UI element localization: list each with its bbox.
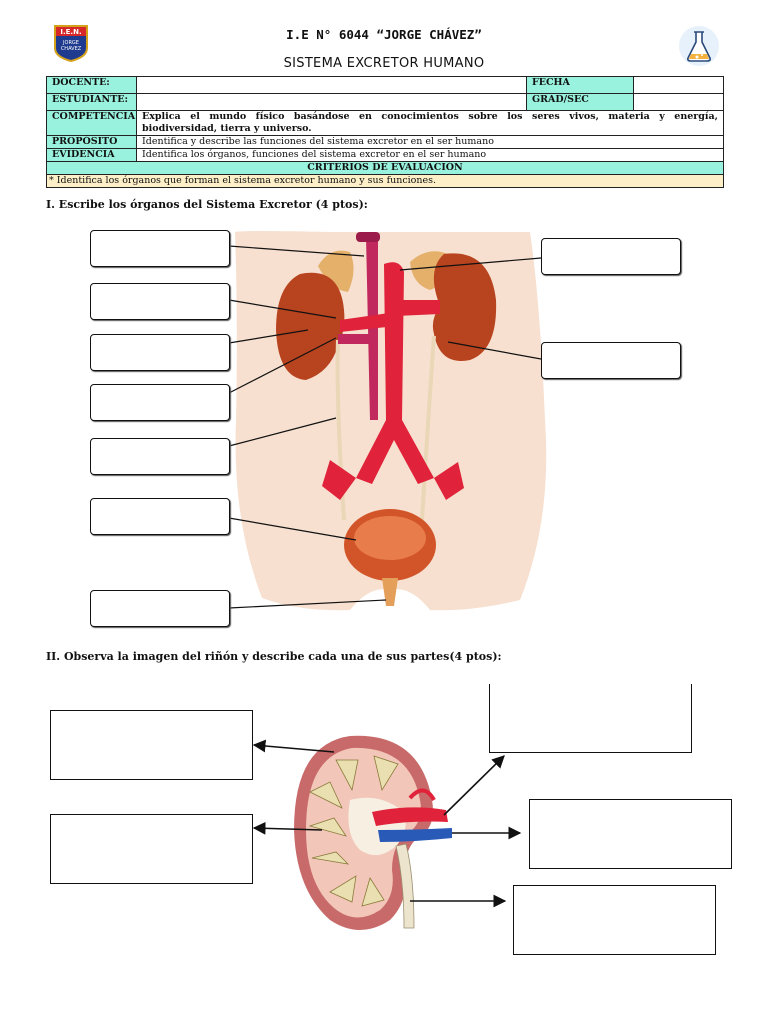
estudiante-label: ESTUDIANTE: (46, 93, 137, 111)
kidney-answer-box-5[interactable] (513, 885, 716, 955)
kidney-answer-box-2[interactable] (50, 814, 253, 884)
organ-answer-box-5[interactable] (90, 438, 230, 475)
organ-answer-box-9[interactable] (541, 342, 681, 379)
competencia-line-1: Explica el mundo físico basándose en con… (142, 111, 718, 122)
renal-artery (372, 807, 448, 826)
aorta (356, 262, 434, 484)
school-name: I.E N° 6044 “JORGE CHÁVEZ” (286, 27, 482, 42)
criterio-item: * Identifica los órganos que forman el s… (46, 174, 724, 188)
fecha-label: FECHA (526, 76, 634, 94)
docente-label: DOCENTE: (46, 76, 137, 94)
organ-answer-box-3[interactable] (90, 334, 230, 371)
organ-answer-box-2[interactable] (90, 283, 230, 320)
right-kidney (432, 253, 497, 361)
kidney-answer-box-1[interactable] (50, 710, 253, 780)
logo-text-3: CHAVEZ (61, 46, 82, 52)
organ-answer-box-4[interactable] (90, 384, 230, 421)
competencia-label: COMPETENCIA (46, 110, 137, 136)
renal-pyramids (308, 755, 399, 907)
urethra (382, 578, 398, 606)
logo-text-1: I.E.N. (60, 28, 81, 36)
organ-answer-box-8[interactable] (541, 238, 681, 275)
page-title: SISTEMA EXCRETOR HUMANO (283, 56, 485, 71)
grad-sec-label: GRAD/SEC (526, 93, 634, 111)
kidney-answer-box-4[interactable] (529, 799, 732, 869)
organ-answer-box-1[interactable] (90, 230, 230, 267)
info-table: DOCENTE: FECHA ESTUDIANTE: GRAD/SEC COMP… (46, 76, 724, 188)
organ-answer-box-7[interactable] (90, 590, 230, 627)
section-2-title: II. Observa la imagen del riñón y descri… (46, 650, 502, 663)
flask-icon (676, 24, 722, 68)
kidney-answer-box-3[interactable] (489, 684, 692, 753)
renal-vein (378, 828, 452, 842)
logo-text-2: JORGE (62, 40, 79, 46)
left-kidney (276, 272, 345, 380)
criterios-header: CRITERIOS DE EVALUACIÓN (46, 161, 724, 175)
school-logo: I.E.N. JORGE CHAVEZ (53, 24, 89, 62)
organ-answer-box-6[interactable] (90, 498, 230, 535)
kidney-ureter (395, 843, 415, 929)
right-ureter (420, 335, 436, 521)
section-1-title: I. Escribe los órganos del Sistema Excre… (46, 198, 368, 211)
competencia-line-2: biodiversidad, tierra y universo. (142, 123, 312, 134)
